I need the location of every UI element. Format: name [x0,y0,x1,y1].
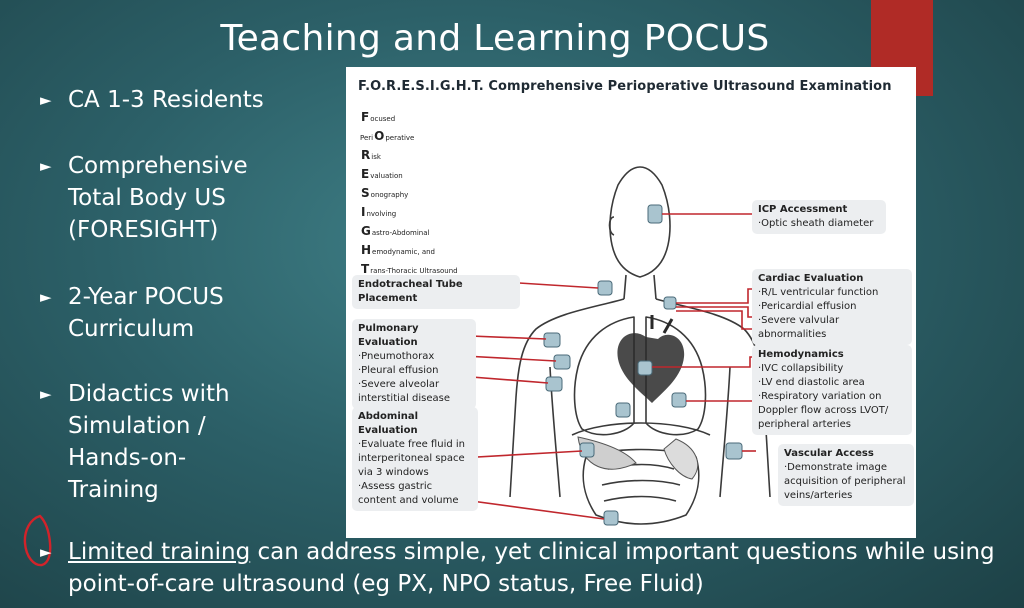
bullet-item: ► CA 1-3 Residents [40,84,264,116]
arrow-bullet-icon: ► [40,543,52,561]
cardiac-box: Cardiac Evaluation ·R/L ventricular func… [752,269,912,345]
arrow-bullet-icon: ► [40,288,52,306]
icp-box: ICP Accessment ·Optic sheath diameter [752,200,886,234]
bottom-bullet-text: can address simple, yet clinical importa… [68,539,995,597]
underlined-phrase: Limited training [68,539,251,565]
abdominal-box: Abdominal Evaluation ·Evaluate free flui… [352,407,478,511]
vascular-access-box: Vascular Access ·Demonstrate image acqui… [778,444,914,506]
foresight-figure: F.O.R.E.S.I.G.H.T. Comprehensive Periope… [346,67,916,538]
hemodynamics-box: Hemodynamics ·IVC collapsibility ·LV end… [752,345,912,435]
bullet-item: ► Didactics with Simulation / Hands-on-T… [40,378,268,506]
ett-box: Endotracheal Tube Placement [352,275,520,309]
body-illustration [441,166,771,526]
arrow-bullet-icon: ► [40,91,52,109]
bullet-item: ► Comprehensive Total Body US (FORESIGHT… [40,150,298,246]
arrow-bullet-icon: ► [40,157,52,175]
hand-drawn-circle-annotation [23,514,52,567]
figure-title: F.O.R.E.S.I.G.H.T. Comprehensive Periope… [358,79,892,94]
bottom-bullet: ► Limited training can address simple, y… [40,536,1000,600]
pulmonary-box: Pulmonary Evaluation ·Pneumothorax ·Pleu… [352,319,476,409]
bullet-item: ► 2-Year POCUS Curriculum [40,281,278,345]
slide-title: Teaching and Learning POCUS [220,18,770,59]
arrow-bullet-icon: ► [40,385,52,403]
